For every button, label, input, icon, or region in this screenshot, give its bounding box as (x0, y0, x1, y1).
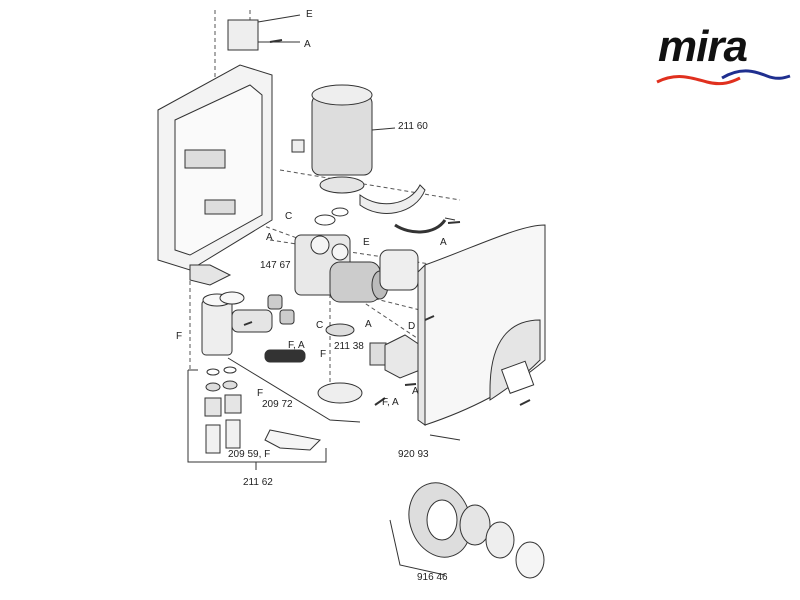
back-plate (157, 64, 273, 286)
label-part-21162: 211 62 (243, 477, 273, 488)
label-top-e: E (306, 9, 313, 20)
label-f-seals: F (257, 388, 264, 399)
label-part-14767: 147 67 (260, 260, 291, 271)
mounting-bracket (359, 184, 456, 234)
microswitch-d (369, 334, 421, 379)
logo-waves-icon (656, 69, 791, 86)
screws (243, 39, 531, 406)
label-part-91646: 916 46 (417, 572, 448, 583)
label-part-20959: 209 59, F (228, 449, 271, 460)
front-cover (417, 224, 546, 441)
label-a-left: A (266, 232, 273, 243)
label-c-upper: C (285, 211, 293, 222)
label-a-switch: A (412, 386, 419, 397)
mira-logo: mira (652, 20, 792, 90)
label-f-body: F (176, 331, 183, 342)
label-part-21138: 211 38 (334, 341, 364, 352)
label-part-92093: 920 93 (398, 449, 429, 460)
label-c-lower: C (316, 320, 324, 331)
control-knob-assembly (389, 482, 545, 579)
inlet-valve-body (201, 291, 363, 404)
label-part-20972: 209 72 (262, 399, 293, 410)
label-e-solenoid: E (363, 237, 370, 248)
filters-seals (187, 357, 361, 470)
valve-pump-assembly (294, 234, 419, 337)
label-f-filters: F (320, 349, 327, 360)
label-top-a: A (304, 39, 311, 50)
label-f-a-body: F, A (288, 340, 305, 351)
switch-part-e (227, 14, 301, 51)
label-f-a-screw: F, A (382, 397, 399, 408)
label-d-switch: D (408, 321, 416, 332)
mira-logo-text: mira (658, 22, 748, 71)
label-a-mid: A (365, 319, 372, 330)
label-a-bracket: A (440, 237, 447, 248)
motor-assembly (291, 84, 396, 226)
label-part-21160: 211 60 (398, 121, 428, 132)
